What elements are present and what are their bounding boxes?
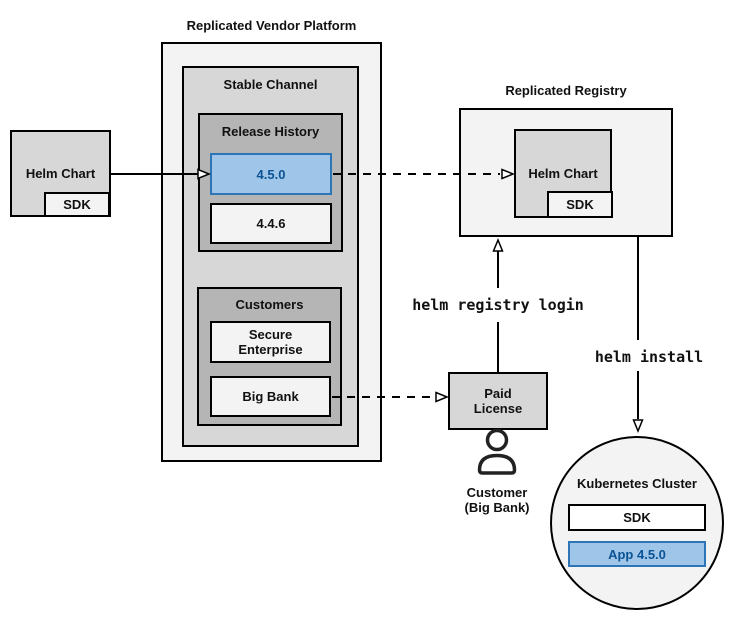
release-450-label: 4.5.0 bbox=[256, 166, 286, 182]
customers-title: Customers bbox=[235, 297, 304, 312]
kubernetes-cluster-title: Kubernetes Cluster bbox=[577, 476, 697, 491]
cluster-app-box: App 4.5.0 bbox=[568, 541, 706, 567]
big-bank-label: Big Bank bbox=[242, 389, 299, 404]
registry-title: Replicated Registry bbox=[505, 83, 627, 98]
helm-registry-login-command: helm registry login bbox=[412, 296, 584, 314]
source-sdk-box: SDK bbox=[44, 192, 110, 217]
customer-caption-line1: Customer bbox=[466, 485, 528, 500]
customer-item-big-bank: Big Bank bbox=[210, 376, 331, 417]
arrow-registry-to-cluster bbox=[632, 237, 644, 433]
release-item-446: 4.4.6 bbox=[210, 203, 332, 244]
release-446-label: 4.4.6 bbox=[256, 216, 286, 231]
release-history-title: Release History bbox=[221, 124, 320, 139]
person-icon bbox=[477, 428, 517, 475]
customer-caption-line2: (Big Bank) bbox=[464, 500, 530, 515]
paid-license-label: Paid License bbox=[473, 386, 523, 416]
cluster-sdk-box: SDK bbox=[568, 504, 706, 531]
customer-item-secure-enterprise: Secure Enterprise bbox=[210, 321, 331, 363]
cluster-app-label: App 4.5.0 bbox=[608, 546, 666, 562]
secure-enterprise-label: Secure Enterprise bbox=[238, 327, 303, 357]
helm-install-command: helm install bbox=[594, 348, 704, 366]
registry-sdk-label: SDK bbox=[566, 197, 594, 212]
release-item-450: 4.5.0 bbox=[210, 153, 332, 195]
paid-license-box: Paid License bbox=[448, 372, 548, 430]
registry-helm-chart-label: Helm Chart bbox=[528, 166, 598, 181]
source-sdk-label: SDK bbox=[63, 197, 91, 212]
platform-title: Replicated Vendor Platform bbox=[186, 18, 357, 33]
source-helm-chart-label: Helm Chart bbox=[25, 166, 96, 181]
registry-sdk-box: SDK bbox=[547, 191, 613, 218]
stable-channel-title: Stable Channel bbox=[223, 77, 318, 92]
cluster-sdk-label: SDK bbox=[623, 510, 651, 525]
customer-caption: Customer (Big Bank) bbox=[437, 485, 557, 515]
